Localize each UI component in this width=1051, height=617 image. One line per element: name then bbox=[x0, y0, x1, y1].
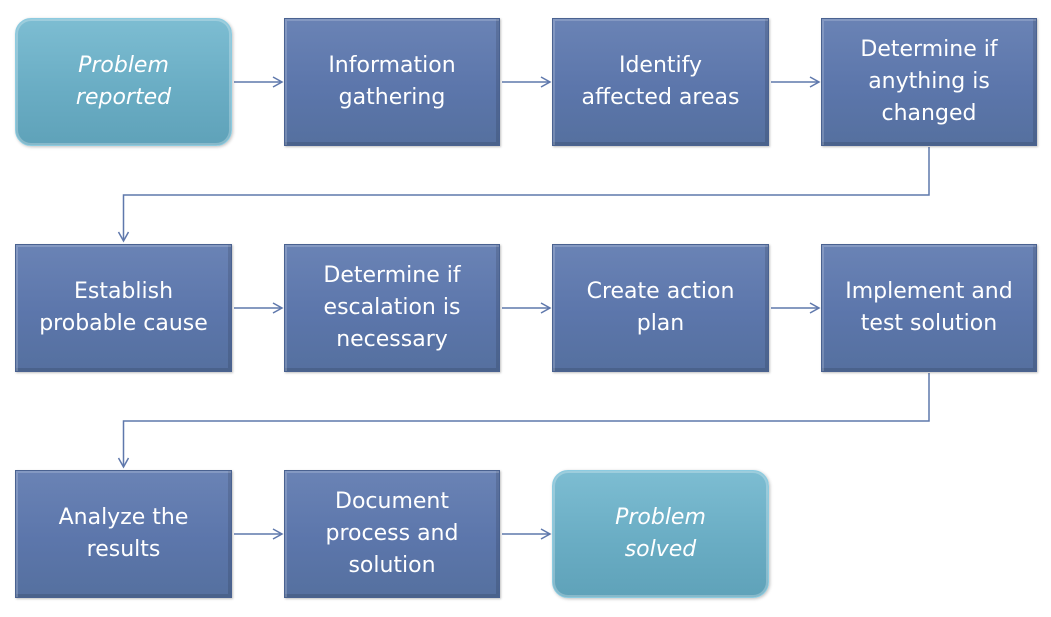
connector-implement-and-test-to-analyze-results bbox=[117, 373, 930, 469]
node-label: Information gathering bbox=[328, 53, 456, 110]
node-establish-probable-cause: Establish probable cause bbox=[15, 244, 232, 372]
node-label: Determine if anything is changed bbox=[860, 37, 998, 126]
node-label: Problem solved bbox=[615, 505, 706, 562]
node-problem-reported: Problem reported bbox=[15, 18, 232, 146]
connector-determine-if-changed-to-establish-probable-cause bbox=[117, 147, 930, 243]
node-label: Problem reported bbox=[75, 53, 172, 110]
node-label: Determine if escalation is necessary bbox=[323, 263, 461, 352]
node-analyze-results: Analyze the results bbox=[15, 470, 232, 598]
node-label: Implement and test solution bbox=[845, 279, 1013, 336]
node-label: Create action plan bbox=[586, 279, 735, 336]
node-label: Establish probable cause bbox=[39, 279, 208, 336]
node-identify-affected-areas: Identify affected areas bbox=[552, 18, 769, 146]
node-implement-and-test: Implement and test solution bbox=[821, 244, 1037, 372]
node-label: Document process and solution bbox=[325, 489, 459, 578]
node-document-process: Document process and solution bbox=[284, 470, 500, 598]
node-label: Identify affected areas bbox=[581, 53, 740, 110]
node-create-action-plan: Create action plan bbox=[552, 244, 769, 372]
node-problem-solved: Problem solved bbox=[552, 470, 769, 598]
node-label: Analyze the results bbox=[58, 505, 189, 562]
node-determine-escalation: Determine if escalation is necessary bbox=[284, 244, 500, 372]
node-information-gathering: Information gathering bbox=[284, 18, 500, 146]
node-determine-if-changed: Determine if anything is changed bbox=[821, 18, 1037, 146]
